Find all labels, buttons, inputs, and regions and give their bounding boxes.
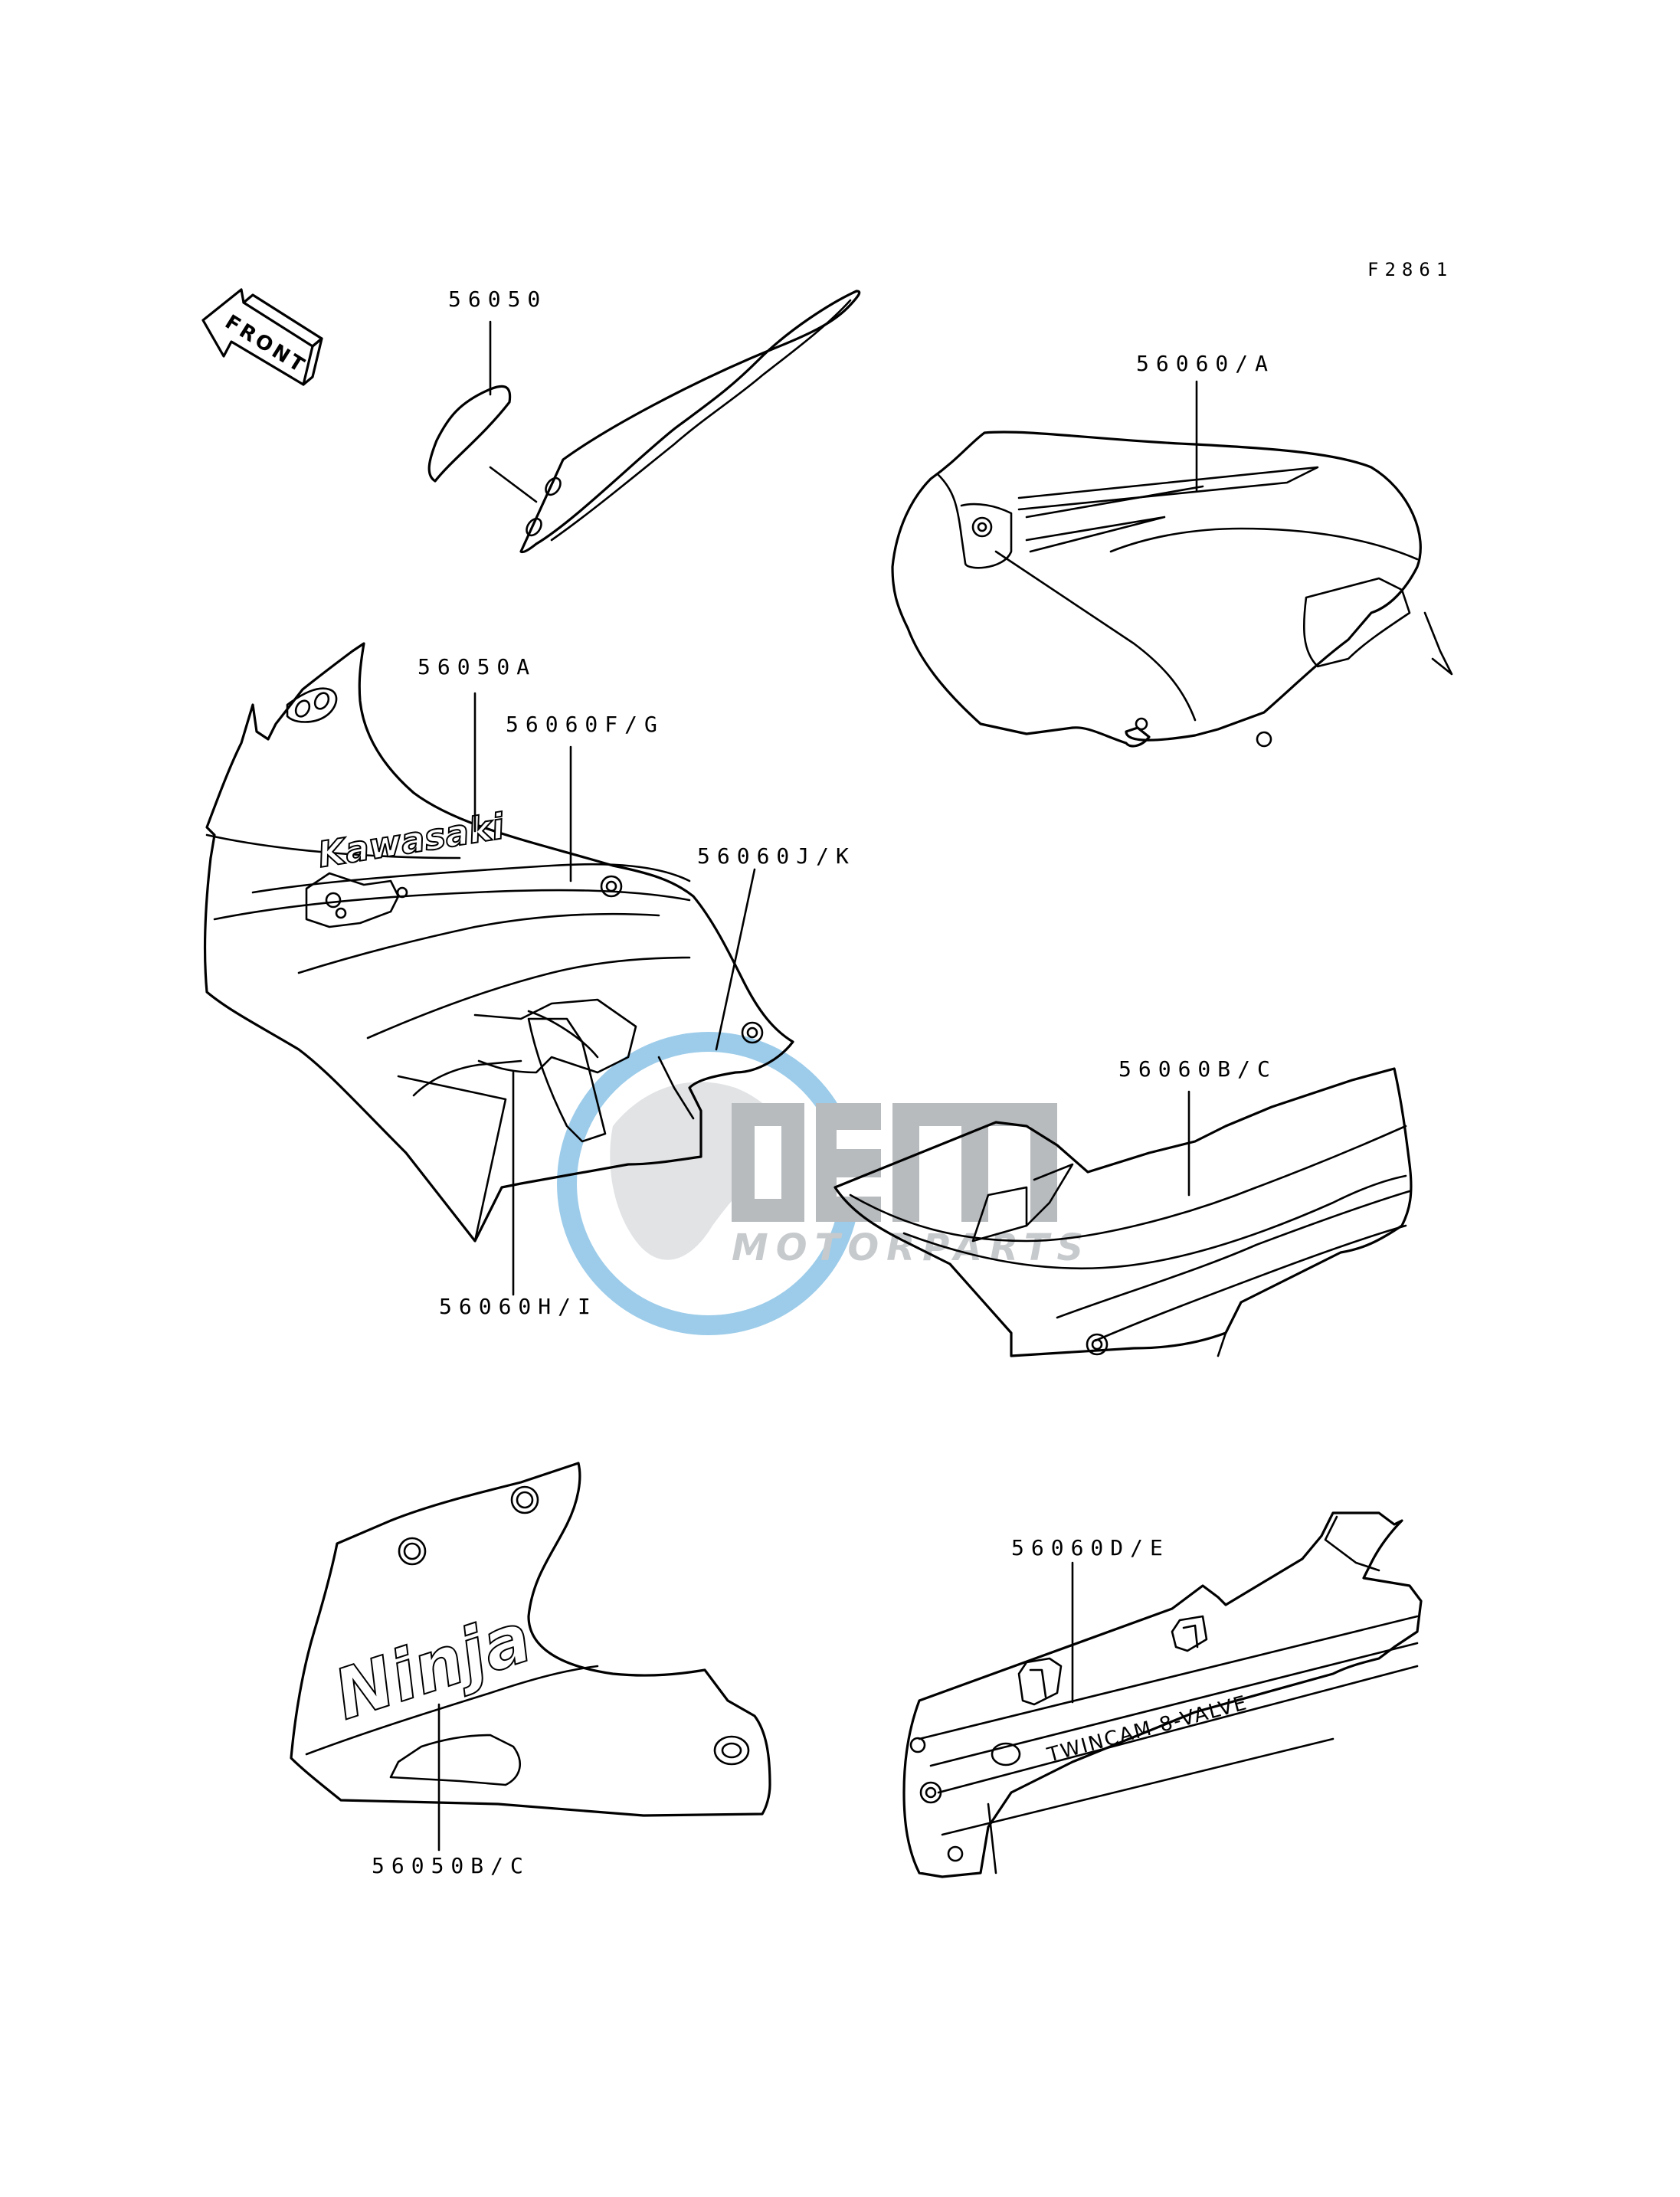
kawasaki-decal-text: Kawasaki <box>315 805 508 876</box>
callout-label: 56050 <box>448 286 547 312</box>
callout-56060fg: 56060F/G <box>506 712 664 882</box>
callout-label: 56060H/I <box>439 1294 598 1319</box>
callout-56060a: 56060/A <box>1136 351 1275 492</box>
tail-piece-decals <box>427 290 861 554</box>
callout-label: 56050B/C <box>372 1853 530 1878</box>
callout-56060jk: 56060J/K <box>697 843 856 1051</box>
callout-56060de: 56060D/E <box>1011 1535 1170 1704</box>
ninja-decal-text: Ninja <box>325 1597 540 1736</box>
callout-label: 56060B/C <box>1118 1056 1277 1082</box>
callout-label: 56060D/E <box>1011 1535 1170 1560</box>
callout-56060bc: 56060B/C <box>1118 1056 1277 1197</box>
callout-label: 56060J/K <box>697 843 856 869</box>
figure-ref: F2861 <box>1367 259 1453 280</box>
front-arrow-icon: FRONT <box>201 288 323 386</box>
lower-fairing-decal: Ninja <box>290 1462 771 1817</box>
watermark: MOTORPARTS <box>557 1032 1091 1335</box>
callout-56060hi: 56060H/I <box>439 1071 598 1319</box>
callout-label: 56060F/G <box>506 712 664 737</box>
watermark-logo <box>732 1103 1057 1222</box>
callout-label: 56060/A <box>1136 351 1275 376</box>
watermark-tagline: MOTORPARTS <box>732 1226 1091 1269</box>
callout-56050: 56050 <box>448 286 547 503</box>
watermark-globe-icon <box>557 1032 860 1335</box>
side-cover-decal <box>833 1067 1413 1357</box>
callout-label: 56050A <box>418 654 536 679</box>
fuel-tank-decal <box>891 431 1453 748</box>
callout-56050bc: 56050B/C <box>372 1703 530 1878</box>
side-rail-decal: TWINCAM 8-VALVE <box>902 1511 1423 1878</box>
callout-56050a: 56050A <box>418 654 536 833</box>
